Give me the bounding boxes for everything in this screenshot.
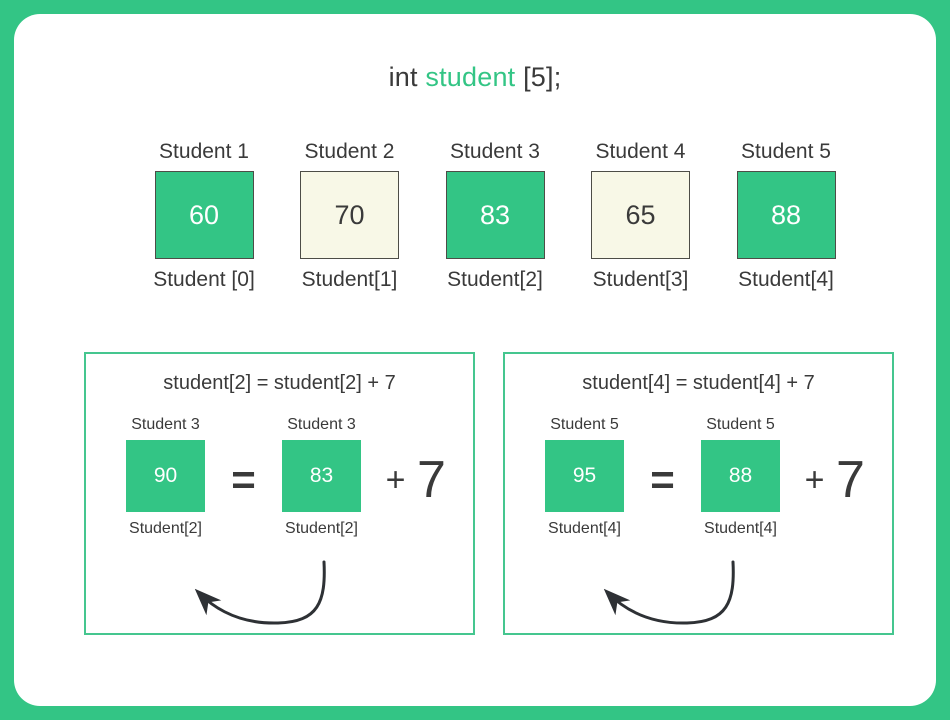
op-value-box: 95 <box>545 440 624 512</box>
array-cell-4: Student 5 88 Student[4] <box>727 140 845 292</box>
title-keyword: int <box>388 62 426 92</box>
plus-symbol: + <box>385 460 406 499</box>
operation-result-cell: Student 5 95 Student[4] <box>526 416 644 538</box>
cell-value-box: 70 <box>300 171 399 259</box>
equals-symbol: = <box>231 456 256 503</box>
cell-top-label: Student 2 <box>304 140 395 163</box>
op-value-box: 88 <box>701 440 780 512</box>
cell-index-label: Student[4] <box>738 268 834 291</box>
array-cell-3: Student 4 65 Student[3] <box>582 140 700 292</box>
addend-value: 7 <box>836 451 865 509</box>
title-identifier: student <box>425 62 516 92</box>
cell-value-box: 83 <box>445 171 545 259</box>
cell-top-label: Student 3 <box>450 140 540 163</box>
operation-result-cell: Student 3 90 Student[2] <box>107 416 225 538</box>
operation-operand-cell: Student 5 88 Student[4] <box>682 416 800 538</box>
cell-index-label: Student[2] <box>447 268 543 291</box>
plus-symbol: + <box>804 460 825 499</box>
title-suffix: [5]; <box>515 62 562 92</box>
cell-index-label: Student[3] <box>592 268 689 291</box>
operation-panel-left: student[2] = student[2] + 7 Student 3 90… <box>84 352 475 635</box>
op-top-label: Student 3 <box>131 416 200 433</box>
panel-body: Student 3 90 Student[2] = Student 3 83 S… <box>86 416 473 538</box>
operation-panel-right: student[4] = student[4] + 7 Student 5 95… <box>503 352 894 635</box>
array-row: Student 1 60 Student [0] Student 2 70 St… <box>145 140 845 292</box>
equals-symbol: = <box>650 456 675 503</box>
op-top-label: Student 5 <box>706 416 775 433</box>
panel-formula: student[2] = student[2] + 7 <box>163 372 396 394</box>
addend-value: 7 <box>417 451 446 509</box>
op-index-label: Student[4] <box>704 520 777 537</box>
op-top-label: Student 3 <box>287 416 356 433</box>
cell-top-label: Student 1 <box>159 140 249 163</box>
cell-index-label: Student[1] <box>301 268 398 291</box>
array-cell-2: Student 3 83 Student[2] <box>436 140 554 292</box>
op-index-label: Student[2] <box>129 520 202 537</box>
cell-value-box: 60 <box>154 171 254 259</box>
op-top-label: Student 5 <box>550 416 619 433</box>
op-index-label: Student[2] <box>285 520 358 537</box>
array-cell-0: Student 1 60 Student [0] <box>145 140 263 292</box>
panel-body: Student 5 95 Student[4] = Student 5 88 S… <box>505 416 892 538</box>
cell-index-label: Student [0] <box>153 268 255 291</box>
cell-value-box: 65 <box>591 171 690 259</box>
operation-operand-cell: Student 3 83 Student[2] <box>263 416 381 538</box>
op-index-label: Student[4] <box>548 520 621 537</box>
assignment-arrow-icon <box>194 560 326 625</box>
cell-value-box: 88 <box>736 171 836 259</box>
cell-top-label: Student 5 <box>741 140 831 163</box>
op-value-box: 83 <box>282 440 361 512</box>
panel-formula: student[4] = student[4] + 7 <box>582 372 815 394</box>
diagram-card: int student [5]; Student 1 60 Student [0… <box>14 14 936 706</box>
cell-top-label: Student 4 <box>595 140 686 163</box>
assignment-arrow-icon <box>603 560 735 625</box>
op-value-box: 90 <box>126 440 205 512</box>
page-title: int student [5]; <box>14 62 936 93</box>
array-cell-1: Student 2 70 Student[1] <box>291 140 409 292</box>
